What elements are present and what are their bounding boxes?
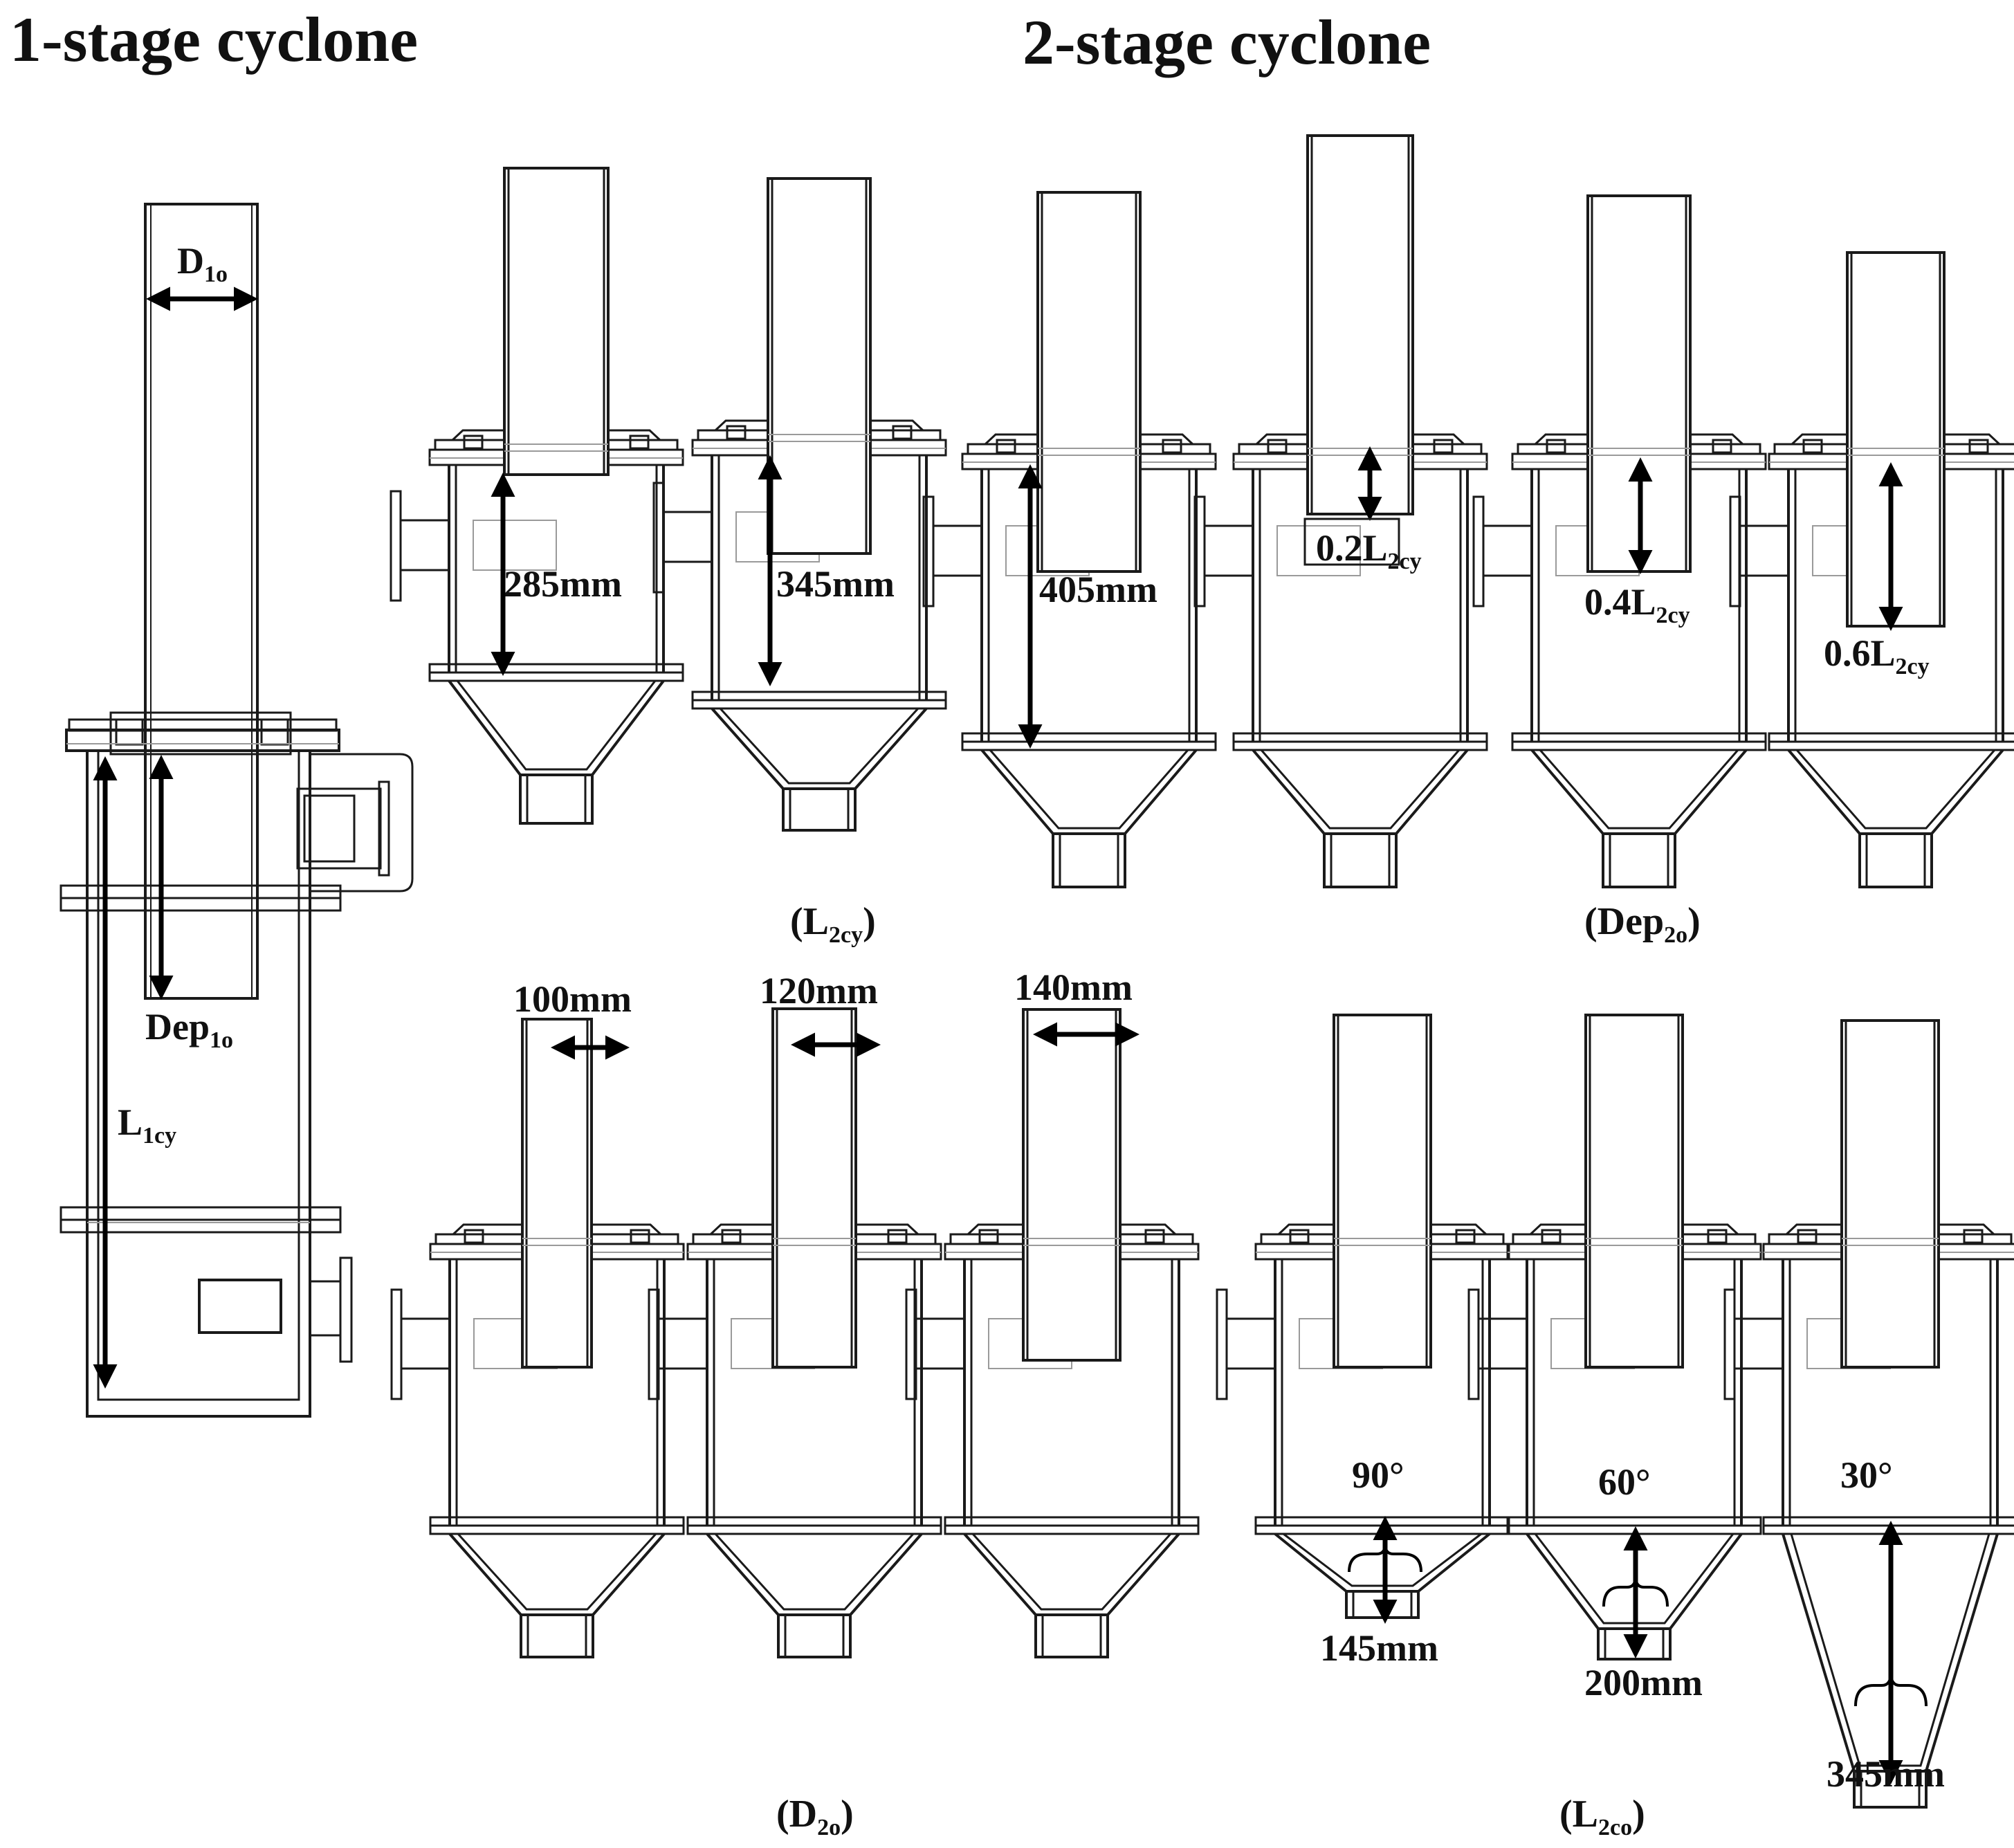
two-stage-cyclone-2 <box>652 177 947 832</box>
l2co-label-3: 345mm <box>1827 1753 1945 1795</box>
two-stage-cyclone-6 <box>1729 251 2014 888</box>
two-stage-cyclone-10 <box>1216 1014 1510 1619</box>
two-stage-cyclones <box>390 134 2014 1809</box>
caption-l2co: (L2co) <box>1559 1793 1645 1840</box>
l2cy-label-3: 405mm <box>1039 569 1157 610</box>
dep1o-label: Dep1o <box>145 1006 233 1053</box>
l2co-brace-3 <box>1854 1672 1928 1707</box>
l2co-dimensions <box>1373 1516 1903 1784</box>
two-stage-cyclone-9 <box>905 1008 1200 1658</box>
d2o-label-2: 120mm <box>760 970 878 1012</box>
caption-dep2o: (Dep2o) <box>1584 900 1701 948</box>
l2cy-dimensions <box>491 455 1043 749</box>
l2co-label-2: 200mm <box>1584 1662 1703 1703</box>
two-stage-cyclone-4 <box>1193 134 1488 888</box>
l2co-braces <box>1348 1544 1928 1707</box>
l2co-angle-1: 90° <box>1352 1454 1404 1496</box>
d2o-dimensions <box>551 1022 1139 1060</box>
d2o-label-3: 140mm <box>1014 967 1133 1008</box>
two-stage-cyclone-7 <box>390 1018 685 1658</box>
dep2o-label-3: 0.6L2cy <box>1824 632 1930 679</box>
two-stage-cyclone-12 <box>1723 1019 2014 1809</box>
d1o-label: D1o <box>177 240 228 287</box>
two-stage-cyclone-5 <box>1472 194 1767 888</box>
title-2-stage: 2-stage cyclone <box>1023 7 1431 77</box>
l2co-angle-3: 30° <box>1840 1454 1893 1496</box>
dep2o-dimensions <box>1357 446 1903 631</box>
l2co-brace-2 <box>1602 1575 1669 1607</box>
two-stage-cyclone-11 <box>1467 1014 1762 1661</box>
caption-d2o: (D2o) <box>776 1793 854 1840</box>
two-stage-cyclone-3 <box>922 191 1217 888</box>
l2cy-label-2: 345mm <box>776 563 895 605</box>
l2co-brace-1 <box>1348 1544 1422 1573</box>
l1cy-label: L1cy <box>118 1101 176 1149</box>
dep2o-label-2: 0.4L2cy <box>1584 581 1690 628</box>
l2co-angle-2: 60° <box>1598 1461 1651 1503</box>
two-stage-cyclone-1 <box>390 167 684 825</box>
title-1-stage: 1-stage cyclone <box>10 4 418 75</box>
two-stage-cyclone-8 <box>648 1007 942 1658</box>
l2cy-label-1: 285mm <box>504 563 622 605</box>
one-stage-dimensions <box>93 286 258 1389</box>
one-stage-cyclone <box>59 203 414 1418</box>
dep2o-label-box <box>1303 518 1400 566</box>
caption-l2cy: (L2cy) <box>790 900 876 948</box>
dep2o-label-1: 0.2L2cy <box>1316 527 1422 574</box>
l2co-label-1: 145mm <box>1320 1627 1438 1669</box>
d2o-label-1: 100mm <box>513 978 632 1020</box>
